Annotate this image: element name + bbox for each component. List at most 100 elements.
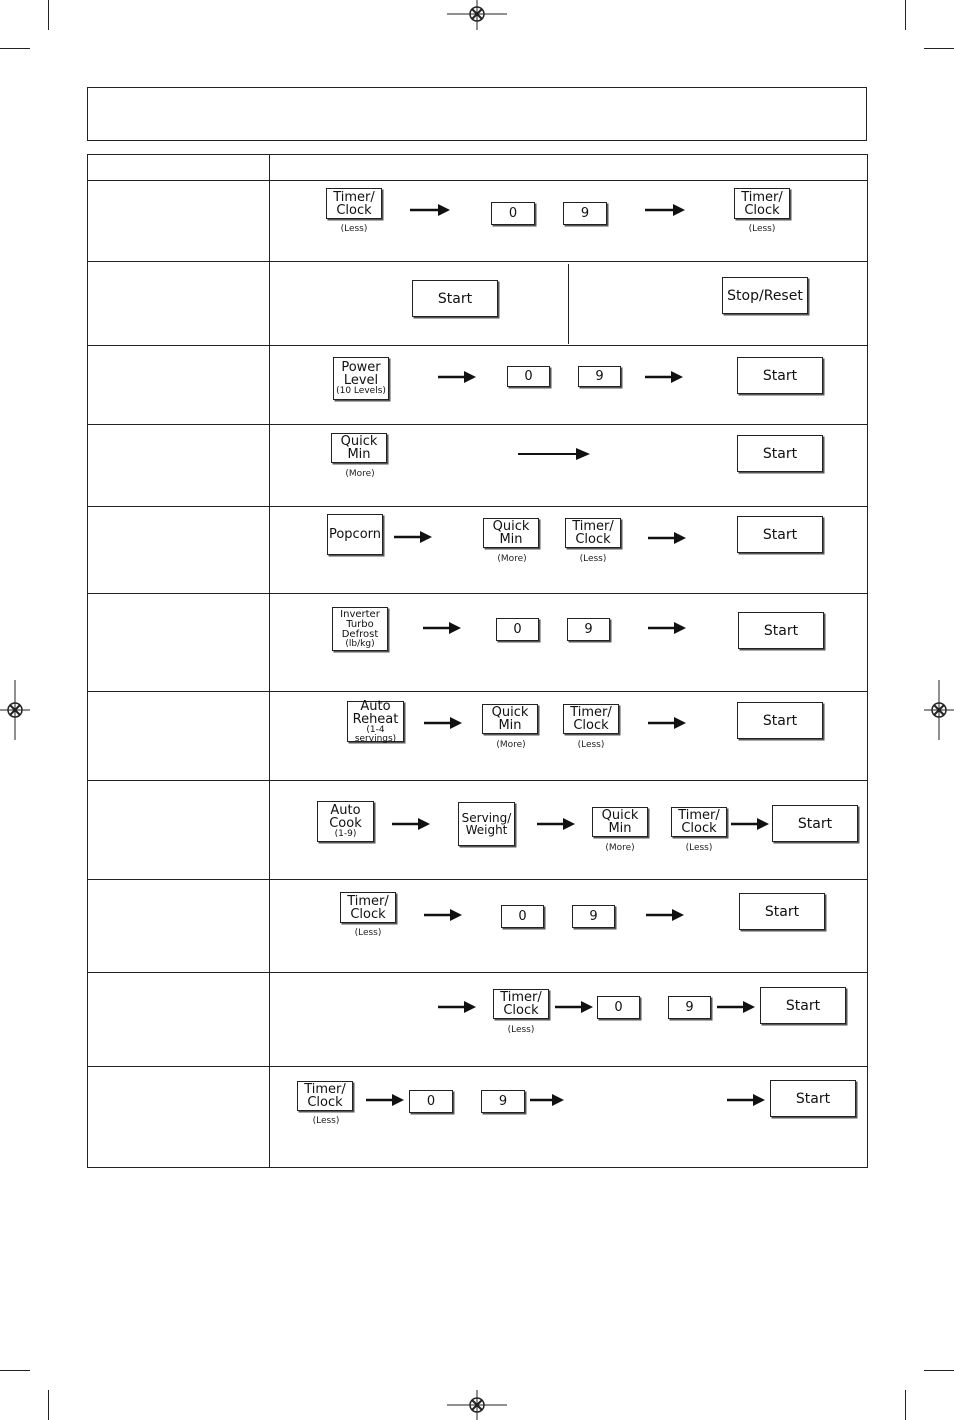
- arrow-right-icon: [366, 1094, 404, 1106]
- start-key[interactable]: Start: [737, 516, 823, 553]
- table-row-divider: [87, 780, 868, 781]
- start-key[interactable]: Start: [412, 280, 498, 317]
- title-box: [87, 87, 867, 141]
- table-row-divider: [87, 879, 868, 880]
- crop-mark: [905, 1390, 906, 1420]
- number-key-9[interactable]: 9: [567, 618, 610, 641]
- quick-min-key[interactable]: Quick Min: [482, 704, 538, 734]
- number-key-9[interactable]: 9: [578, 366, 621, 387]
- registration-mark-icon: [447, 0, 507, 30]
- auto-reheat-label: Auto Reheat: [352, 698, 399, 727]
- timer-clock-key[interactable]: Timer/ Clock: [734, 188, 790, 219]
- arrow-right-icon: [394, 531, 432, 543]
- timer-clock-key[interactable]: Timer/ Clock: [340, 892, 396, 923]
- number-key-9[interactable]: 9: [481, 1090, 525, 1113]
- table-row-divider: [87, 506, 868, 507]
- number-key-9[interactable]: 9: [668, 996, 711, 1019]
- crop-mark: [48, 0, 49, 30]
- timer-clock-key[interactable]: Timer/ Clock: [326, 188, 382, 219]
- less-caption: (Less): [685, 843, 713, 853]
- arrow-right-icon: [648, 532, 686, 544]
- registration-mark-icon: [447, 1390, 507, 1420]
- registration-mark-icon: [924, 680, 954, 740]
- number-key-0[interactable]: 0: [507, 366, 550, 387]
- timer-clock-key[interactable]: Timer/ Clock: [297, 1081, 353, 1111]
- turbo-defrost-label: Inverter Turbo Defrost: [340, 608, 380, 640]
- arrow-right-icon: [537, 818, 575, 830]
- start-key[interactable]: Start: [772, 805, 858, 842]
- crop-mark: [924, 1370, 954, 1371]
- start-key[interactable]: Start: [770, 1080, 856, 1117]
- power-level-sublabel: (10 Levels): [336, 386, 386, 396]
- start-key[interactable]: Start: [760, 987, 846, 1024]
- table-row-divider: [87, 345, 868, 346]
- arrow-right-icon: [424, 909, 462, 921]
- timer-clock-key[interactable]: Timer/ Clock: [671, 807, 727, 837]
- serving-weight-key[interactable]: Serving/ Weight: [458, 802, 515, 846]
- timer-clock-key[interactable]: Timer/ Clock: [563, 704, 619, 734]
- arrow-right-icon: [438, 371, 476, 383]
- power-level-label: Power Level: [341, 360, 381, 388]
- number-key-0[interactable]: 0: [409, 1090, 453, 1113]
- less-caption: (Less): [354, 928, 382, 938]
- quick-min-key[interactable]: Quick Min: [483, 518, 539, 548]
- auto-reheat-sublabel: (1-4 servings): [354, 724, 397, 744]
- more-caption: (More): [345, 469, 375, 479]
- less-caption: (Less): [312, 1116, 340, 1126]
- arrow-right-icon: [731, 818, 769, 830]
- arrow-right-icon: [423, 622, 461, 634]
- number-key-0[interactable]: 0: [501, 905, 544, 928]
- arrow-right-icon: [646, 909, 684, 921]
- crop-mark: [48, 1390, 49, 1420]
- arrow-right-icon: [518, 448, 590, 460]
- crop-mark: [0, 1370, 30, 1371]
- auto-cook-sublabel: (1-9): [334, 829, 357, 839]
- less-caption: (Less): [748, 224, 776, 234]
- auto-reheat-key[interactable]: Auto Reheat (1-4 servings): [347, 698, 404, 744]
- more-caption: (More): [497, 554, 527, 564]
- registration-mark-icon: [0, 680, 30, 740]
- stop-reset-key[interactable]: Stop/Reset: [722, 277, 808, 314]
- arrow-right-icon: [410, 204, 450, 216]
- arrow-right-icon: [530, 1094, 564, 1106]
- table-row-divider: [87, 424, 868, 425]
- start-key[interactable]: Start: [737, 435, 823, 472]
- table-column-divider: [269, 154, 270, 1168]
- popcorn-key[interactable]: Popcorn: [327, 514, 383, 555]
- start-key[interactable]: Start: [737, 702, 823, 739]
- more-caption: (More): [496, 740, 526, 750]
- more-caption: (More): [605, 843, 635, 853]
- turbo-defrost-key[interactable]: Inverter Turbo Defrost (lb/kg): [332, 607, 388, 651]
- less-caption: (Less): [507, 1025, 535, 1035]
- arrow-right-icon: [648, 717, 686, 729]
- turbo-defrost-sublabel: (lb/kg): [345, 638, 375, 649]
- instruction-table: [87, 154, 868, 1168]
- number-key-9[interactable]: 9: [563, 202, 607, 225]
- start-key[interactable]: Start: [737, 357, 823, 394]
- arrow-right-icon: [424, 717, 462, 729]
- start-key[interactable]: Start: [738, 612, 824, 649]
- arrow-right-icon: [727, 1094, 765, 1106]
- auto-cook-key[interactable]: Auto Cook (1-9): [317, 801, 374, 842]
- less-caption: (Less): [579, 554, 607, 564]
- power-level-key[interactable]: Power Level (10 Levels): [333, 357, 389, 400]
- quick-min-key[interactable]: Quick Min: [592, 807, 648, 837]
- number-key-9[interactable]: 9: [572, 905, 615, 928]
- quick-min-key[interactable]: Quick Min: [331, 433, 387, 463]
- table-row-divider: [87, 180, 868, 181]
- less-caption: (Less): [577, 740, 605, 750]
- less-caption: (Less): [340, 224, 368, 234]
- arrow-right-icon: [645, 204, 685, 216]
- table-row-divider: [87, 691, 868, 692]
- arrow-right-icon: [645, 371, 683, 383]
- auto-cook-label: Auto Cook: [329, 803, 362, 831]
- timer-clock-key[interactable]: Timer/ Clock: [565, 518, 621, 548]
- number-key-0[interactable]: 0: [496, 618, 539, 641]
- crop-mark: [924, 48, 954, 49]
- number-key-0[interactable]: 0: [597, 996, 640, 1019]
- start-key[interactable]: Start: [739, 893, 825, 930]
- timer-clock-key[interactable]: Timer/ Clock: [493, 989, 549, 1019]
- arrow-right-icon: [717, 1001, 755, 1013]
- number-key-0[interactable]: 0: [491, 202, 535, 225]
- crop-mark: [905, 0, 906, 30]
